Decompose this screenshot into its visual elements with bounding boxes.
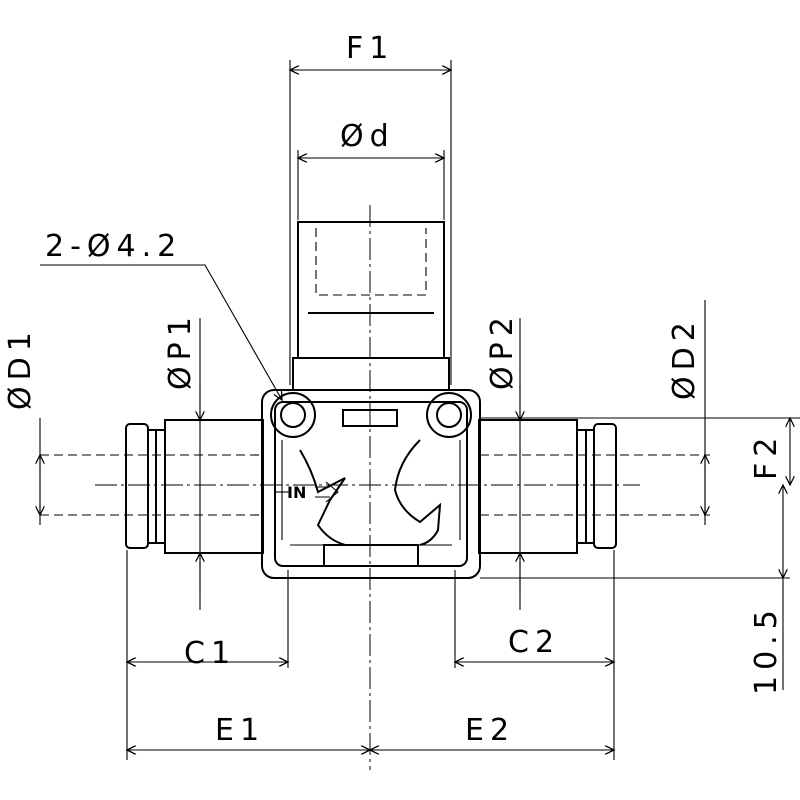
label-c2: C2 bbox=[508, 625, 560, 660]
valve-body bbox=[261, 389, 481, 579]
label-holes: 2-Ø4.2 bbox=[45, 229, 182, 264]
right-fitting bbox=[478, 419, 710, 554]
left-fitting bbox=[40, 419, 264, 554]
label-d2: ØD2 bbox=[667, 316, 702, 400]
label-e2: E2 bbox=[465, 713, 515, 748]
label-d: Ød bbox=[340, 119, 395, 154]
label-c1: C1 bbox=[184, 636, 236, 671]
flow-direction-mark: IN bbox=[276, 481, 339, 503]
label-e1: E1 bbox=[215, 713, 265, 748]
centerlines bbox=[95, 205, 640, 770]
label-f1: F1 bbox=[346, 31, 394, 66]
flow-mark-text: IN bbox=[287, 483, 306, 502]
label-p2: ØP2 bbox=[485, 311, 520, 390]
dimension-labels: F1 Ød 2-Ø4.2 C1 C2 E1 E2 ØD1 ØP1 ØP2 ØD2… bbox=[3, 31, 784, 748]
dimension-lines bbox=[40, 70, 790, 750]
valve-handle bbox=[292, 221, 450, 391]
label-p1: ØP1 bbox=[163, 311, 198, 390]
label-d1: ØD1 bbox=[3, 326, 38, 410]
extension-lines bbox=[39, 60, 800, 760]
label-f2: F2 bbox=[749, 432, 784, 480]
label-10-5: 10.5 bbox=[749, 604, 784, 695]
